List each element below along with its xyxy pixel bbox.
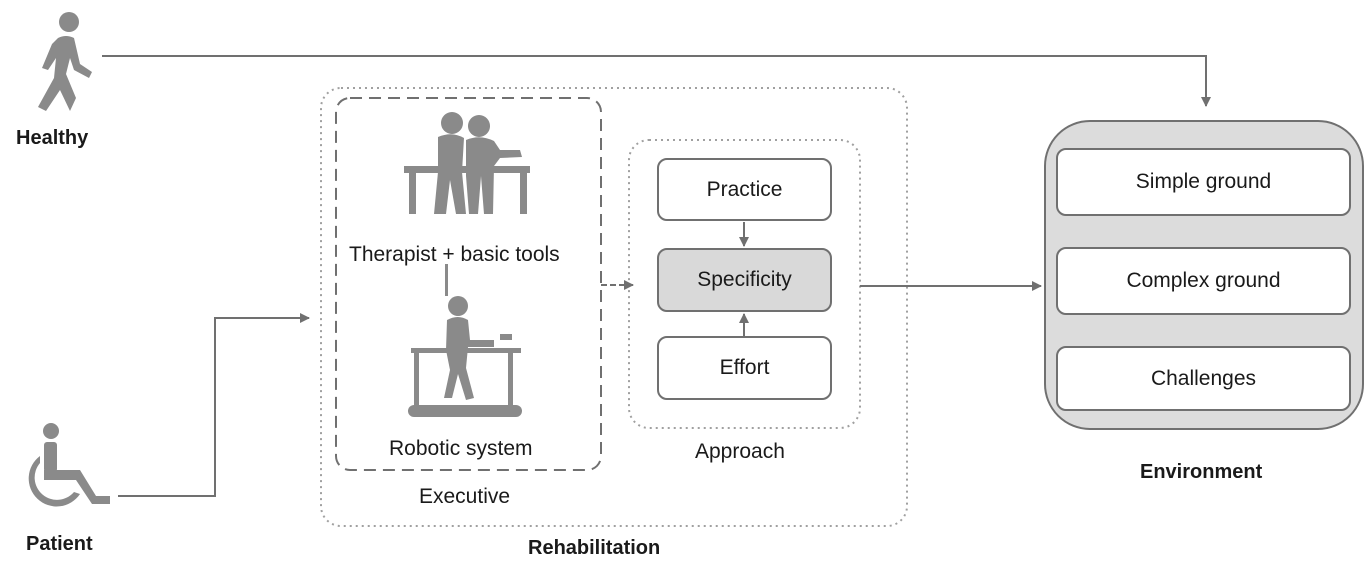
wheelchair-icon bbox=[28, 423, 110, 507]
practice-box: Practice bbox=[657, 158, 832, 221]
specificity-box: Specificity bbox=[657, 248, 832, 312]
simple-ground-box: Simple ground bbox=[1056, 148, 1351, 216]
healthy-label: Healthy bbox=[16, 127, 89, 149]
therapist-label: Therapist + basic tools bbox=[349, 243, 560, 266]
rehabilitation-container bbox=[320, 87, 908, 527]
environment-label: Environment bbox=[1140, 461, 1263, 483]
patient-label: Patient bbox=[26, 533, 93, 555]
executive-container bbox=[335, 97, 602, 471]
complex-ground-box: Complex ground bbox=[1056, 247, 1351, 315]
therapist-assist-icon bbox=[404, 112, 530, 214]
robotic-label: Robotic system bbox=[389, 437, 533, 460]
healthy-to-environment-arrow bbox=[102, 55, 1211, 107]
rehabilitation-label: Rehabilitation bbox=[528, 537, 661, 559]
challenges-box: Challenges bbox=[1056, 346, 1351, 411]
effort-box: Effort bbox=[657, 336, 832, 400]
robotic-treadmill-icon bbox=[408, 264, 522, 417]
executive-label: Executive bbox=[419, 485, 511, 508]
walking-person-icon bbox=[38, 12, 92, 111]
approach-label: Approach bbox=[695, 440, 785, 463]
patient-to-rehabilitation-arrow bbox=[118, 313, 310, 497]
